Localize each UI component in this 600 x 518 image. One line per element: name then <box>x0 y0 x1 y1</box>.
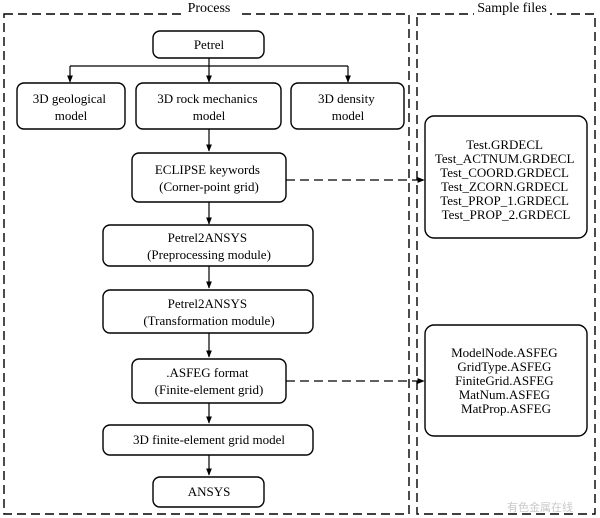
eclipse-label: ECLIPSE keywords (Corner-point grid) <box>155 162 263 194</box>
sample-files-header: Sample files <box>477 1 547 16</box>
rock-mechanics-box <box>135 82 282 130</box>
petrel-label: Petrel <box>194 37 225 52</box>
nodes <box>16 30 588 508</box>
asfeg-files-box <box>424 324 588 437</box>
ansys-label: ANSYS <box>188 484 231 499</box>
process-header: Process <box>188 1 231 16</box>
sample-files-panel <box>416 13 596 515</box>
ansys-box <box>152 476 265 508</box>
grdecl-file-list: Test.GRDECL Test_ACTNUM.GRDECL Test_COOR… <box>435 137 577 222</box>
geological-box <box>16 82 126 130</box>
density-label: 3D density model <box>318 91 378 123</box>
fe-model-box <box>102 424 314 456</box>
grdecl-files-box <box>424 115 588 239</box>
asfeg-box <box>131 358 287 404</box>
node-labels: Petrel 3D geological model 3D rock mecha… <box>33 37 577 499</box>
preprocessing-box <box>102 224 314 267</box>
petrel-box <box>152 30 265 59</box>
watermark-text: 有色金属在线 <box>507 500 573 514</box>
preprocessing-label: Petrel2ANSYS (Preprocessing module) <box>147 230 271 262</box>
transformation-box <box>102 289 314 334</box>
connectors <box>67 58 425 476</box>
density-box <box>290 82 405 130</box>
eclipse-box <box>131 152 287 203</box>
transformation-label: Petrel2ANSYS (Transformation module) <box>143 296 274 328</box>
rock-mechanics-label: 3D rock mechanics model <box>157 91 261 123</box>
geological-label: 3D geological model <box>33 91 110 123</box>
asfeg-file-list: ModelNode.ASFEG GridType.ASFEG FiniteGri… <box>451 345 561 416</box>
fe-model-label: 3D finite-element grid model <box>133 432 285 447</box>
asfeg-label: .ASFEG format (Finite-element grid) <box>155 365 264 397</box>
